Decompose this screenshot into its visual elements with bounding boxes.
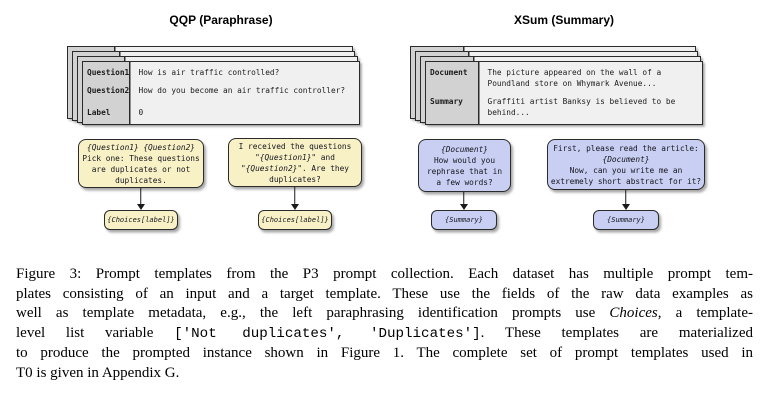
template-line: "{Question2}". Are they <box>241 163 349 173</box>
template-line: a few words? <box>436 177 493 187</box>
figure-caption: Figure 3: Prompt templates from the P3 p… <box>16 265 753 383</box>
down-arrow-icon <box>290 187 299 210</box>
template-line: First, please read the article: <box>553 143 699 153</box>
card-field-label: Label <box>87 108 111 117</box>
input-template-box: {Document} How would you rephrase that i… <box>418 139 511 192</box>
input-template-box: {Question1} {Question2} Pick one: These … <box>78 139 204 188</box>
template-line: are duplicates or not <box>91 164 191 174</box>
down-arrow-icon <box>621 190 630 210</box>
card-field-value: How do you become an air traffic control… <box>138 86 346 95</box>
caption-line: Figure 3: Prompt templates from the P3 p… <box>16 266 753 282</box>
output-template-box: {Choices[label]} <box>258 210 332 230</box>
caption-line: level list variable ['Not duplicates', '… <box>16 324 753 342</box>
input-template-box: I received the questions "{Question1}" a… <box>228 138 362 187</box>
dataset-title-xsum: XSum (Summary) <box>513 13 615 27</box>
caption-line: to produce the prompted instance shown i… <box>16 345 753 361</box>
card-field-value: The picture appeared on the wall of a Po… <box>487 68 662 88</box>
card-field-label: Document <box>430 68 468 77</box>
template-line: {Document} <box>441 144 488 154</box>
template-line: "{Question1}" and <box>255 152 335 162</box>
dataset-card-qqp: Question1 How is air traffic controlled?… <box>82 61 360 125</box>
dataset-title-qqp: QQP (Paraphrase) <box>169 13 273 27</box>
template-line: Pick one: These questions <box>82 153 200 163</box>
card-field-value: 0 <box>138 108 144 117</box>
card-row: Question2 How do you become an air traff… <box>83 85 359 96</box>
output-template-box: {Choices[label]} <box>104 210 178 230</box>
output-template-box: {Summary} <box>593 210 659 230</box>
card-row: Document The picture appeared on the wal… <box>426 67 702 89</box>
template-line: {Document} <box>602 154 650 164</box>
caption-line: well as template metadata, e.g., the lef… <box>16 305 754 321</box>
template-line: rephrase that in <box>426 166 503 176</box>
card-row: Summary Graffiti artist Banksy is believ… <box>426 96 702 118</box>
down-arrow-icon <box>459 192 468 210</box>
template-line: How would you <box>433 155 496 165</box>
caption-line: plates consisting of an input and a targ… <box>16 285 753 302</box>
template-line: extremely short abstract for it? <box>550 176 702 186</box>
card-field-label: Summary <box>430 97 463 106</box>
template-line: {Question1} {Question2} <box>87 142 195 152</box>
template-line: duplicates? <box>269 174 321 184</box>
card-field-value: How is air traffic controlled? <box>138 68 280 77</box>
card-row: Question1 How is air traffic controlled? <box>83 67 359 78</box>
card-row: Label 0 <box>83 107 359 118</box>
down-arrow-icon <box>136 188 145 210</box>
template-line: duplicates. <box>115 175 167 185</box>
card-field-value: Graffiti artist Banksy is believed to be… <box>487 97 676 117</box>
template-line: Now, can you write me an <box>569 165 683 175</box>
card-field-label: Question1 <box>87 68 130 77</box>
dataset-card-xsum: Document The picture appeared on the wal… <box>425 61 703 125</box>
template-line: I received the questions <box>238 141 352 151</box>
output-template-box: {Summary} <box>431 210 497 230</box>
card-field-label: Question2 <box>87 86 130 95</box>
input-template-box: First, please read the article: {Documen… <box>547 139 705 190</box>
caption-line: T0 is given in Appendix G. <box>16 364 180 381</box>
